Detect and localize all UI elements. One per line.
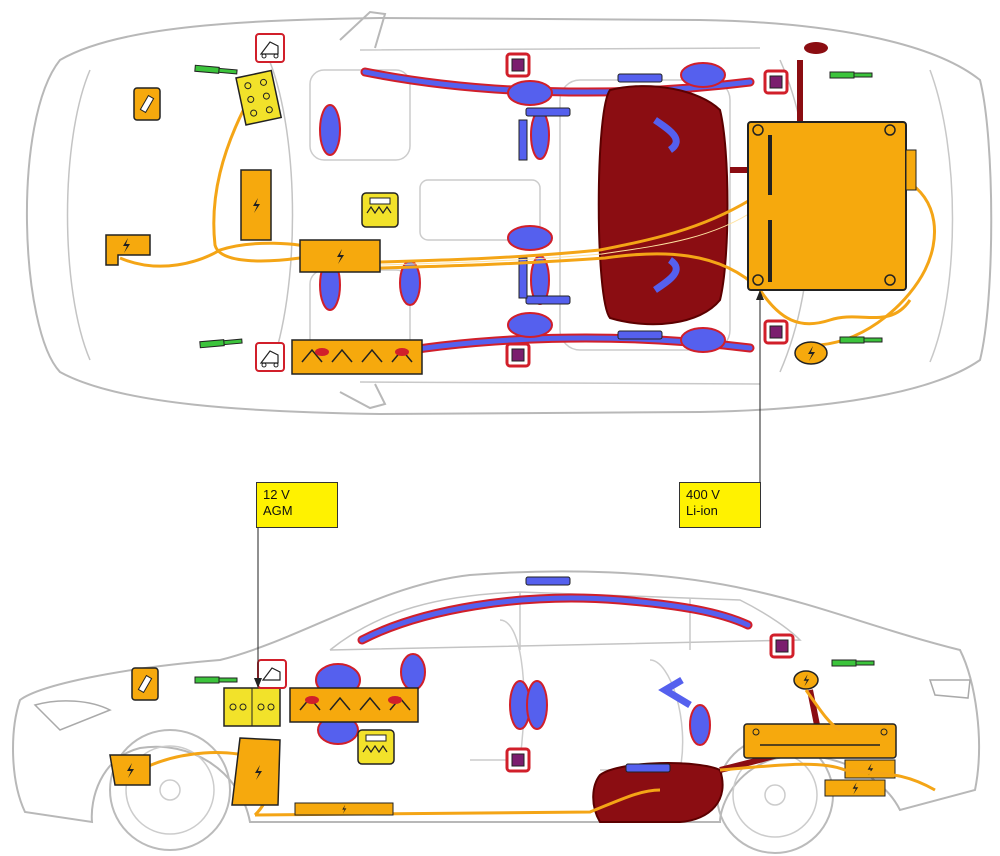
seat-belt-airbag-rl <box>653 117 680 153</box>
label-battery-12v-type: AGM <box>263 503 293 518</box>
battery-12v-top <box>235 69 283 126</box>
pyro-disconnect-strip-side <box>289 687 419 723</box>
battery-12v-side <box>223 687 281 727</box>
airbag-side-fr <box>507 225 553 251</box>
top-mirror-right <box>339 383 387 410</box>
fuel-tank-top <box>597 85 729 326</box>
active-hood-icon-top-right <box>255 342 285 372</box>
airbag-side-rr <box>680 327 726 353</box>
inflator-b-pillar-right <box>518 257 528 299</box>
side-taillight <box>928 679 971 699</box>
airbag-side-seat-2 <box>526 680 548 730</box>
airbag-control-unit-top <box>361 192 399 228</box>
gas-generator-side-rear <box>769 633 795 659</box>
gas-generator-rl <box>763 69 789 95</box>
curtain-airbag-side-fill <box>359 595 751 643</box>
side-seat-rear <box>600 659 684 771</box>
side-view <box>12 528 980 854</box>
gas-spring-hood-right <box>199 337 243 349</box>
battery-12v-pointer-arrow <box>254 678 262 688</box>
airbag-control-unit-side <box>357 729 395 765</box>
hv-battery-side <box>743 723 897 759</box>
hv-battery-bolt-2 <box>884 274 896 286</box>
belt-airbag-rear-side <box>658 676 692 709</box>
inflator-b-right <box>525 295 571 305</box>
hv-battery-side-bolt-1 <box>752 728 760 736</box>
top-mirror-left <box>339 10 387 49</box>
label-battery-12v: 12 V AGM <box>256 482 338 528</box>
hv-battery-connector <box>905 149 917 191</box>
inflator-b-pillar-left <box>518 119 528 161</box>
airbag-front-side-rl <box>507 312 553 338</box>
top-body-outline <box>25 16 993 416</box>
top-seat-front-left <box>309 69 411 161</box>
airbags-top <box>319 62 726 353</box>
label-battery-hv-type: Li-ion <box>686 503 718 518</box>
side-window-line <box>329 591 802 651</box>
hv-component-dcdc <box>105 234 151 266</box>
inflator-roof-left <box>617 73 663 83</box>
active-hood-icon-top-left <box>255 33 285 63</box>
fuse-icon-side <box>137 674 153 694</box>
top-hood-line <box>66 69 91 361</box>
gas-generator-fl <box>505 52 531 78</box>
label-battery-12v-voltage: 12 V <box>263 487 290 502</box>
side-body-outline <box>12 570 980 824</box>
seat-belt-airbag-rr <box>653 257 680 293</box>
wheel-front <box>109 729 231 851</box>
top-trunk-line <box>929 69 954 363</box>
inflator-b-left <box>525 107 571 117</box>
gas-generator-fr <box>505 342 531 368</box>
inflator-roof-side <box>525 576 571 586</box>
inflator-roof-right <box>617 330 663 340</box>
label-battery-hv: 400 V Li-ion <box>679 482 761 528</box>
airbag-driver <box>319 104 341 156</box>
hv-battery-bolt-4 <box>752 274 764 286</box>
gas-generator-rr <box>763 319 789 345</box>
active-hood-icon-side <box>257 659 287 689</box>
side-headlight <box>33 700 112 731</box>
hv-battery-bolt-3 <box>752 124 764 136</box>
label-battery-hv-voltage: 400 V <box>686 487 720 502</box>
top-windshield <box>269 61 294 371</box>
gas-spring-trunk-right <box>839 336 883 344</box>
hv-battery-bolt-1 <box>884 124 896 136</box>
hv-battery-pointer-arrow <box>756 290 764 300</box>
gas-spring-trunk-left <box>829 71 873 79</box>
airbag-side-rear <box>689 704 711 746</box>
gas-spring-hood-side <box>194 676 238 684</box>
top-roof-line <box>359 47 761 385</box>
hv-battery-top <box>747 121 907 291</box>
fuse-icon-top <box>139 94 155 114</box>
hv-cables-top <box>119 87 936 347</box>
gas-spring-hood-left <box>194 64 238 76</box>
airbag-seat-fl <box>530 110 550 160</box>
gas-spring-trunk-side <box>831 659 875 667</box>
hv-cable-core-top <box>379 209 756 266</box>
gas-generator-side-front <box>505 747 531 773</box>
fuel-filler-cap <box>804 42 828 54</box>
top-console <box>419 179 541 241</box>
inflator-tank-side <box>625 763 671 773</box>
airbag-side-fl <box>507 80 553 106</box>
top-view <box>25 10 993 482</box>
airbag-side-dash <box>400 653 426 691</box>
airbag-side-rl <box>680 62 726 88</box>
pyro-disconnect-strip-top <box>291 339 423 375</box>
hv-battery-side-bolt-2 <box>880 728 888 736</box>
